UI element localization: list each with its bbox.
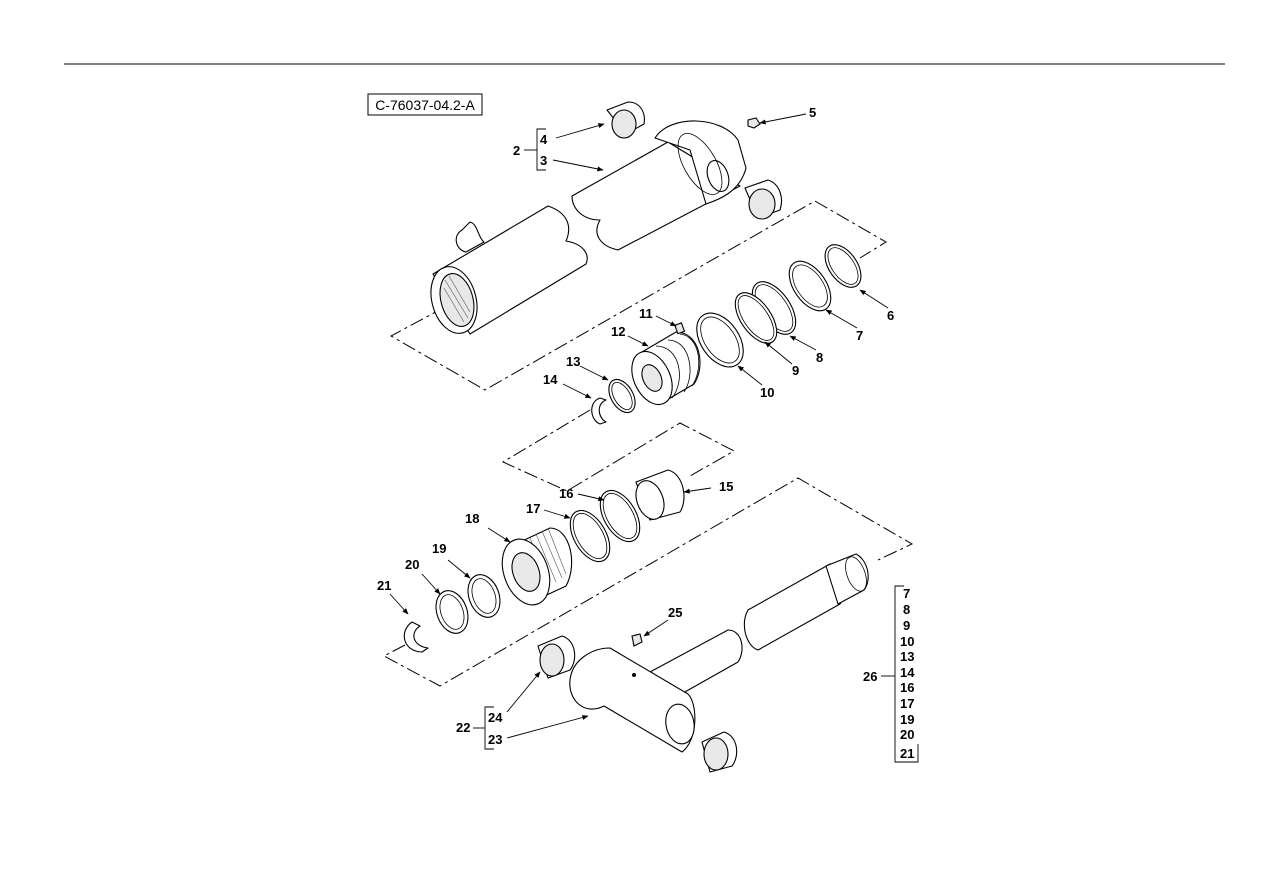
snap-ring-21 [403, 621, 429, 653]
ring-16 [599, 489, 641, 543]
label-4: 4 [540, 132, 548, 147]
label-17: 17 [526, 501, 540, 516]
gland-bushing [635, 469, 685, 521]
label-20: 20 [405, 557, 419, 572]
label-13: 13 [566, 354, 580, 369]
bracket-group-22 [473, 706, 494, 750]
label-2: 2 [513, 143, 520, 158]
piston [631, 331, 701, 406]
assembly-dash-line-2 [501, 409, 736, 492]
label-9: 9 [792, 363, 799, 378]
callout-leaders [389, 113, 889, 739]
label-22: 22 [456, 720, 470, 735]
kit-26-list: 7 8 9 10 13 14 16 17 19 20 21 [900, 586, 915, 761]
ring-17 [569, 509, 611, 563]
label-25: 25 [668, 605, 682, 620]
label-16: 16 [559, 486, 573, 501]
kit-item: 10 [900, 634, 914, 649]
kit-item: 8 [903, 602, 910, 617]
ring-9 [734, 292, 778, 344]
kit-item: 19 [900, 712, 914, 727]
callout-labels: 2 4 3 5 6 7 8 9 10 11 12 13 14 15 16 17 … [377, 105, 894, 747]
label-8: 8 [816, 350, 823, 365]
label-14: 14 [543, 372, 558, 387]
label-10: 10 [760, 385, 774, 400]
ring-7 [788, 260, 832, 312]
grease-fitting-top [747, 117, 761, 129]
bracket-group-2 [524, 128, 546, 171]
kit-item: 13 [900, 649, 914, 664]
label-21: 21 [377, 578, 391, 593]
kit-item: 20 [900, 727, 914, 742]
ring-13 [608, 378, 636, 414]
set-screw [674, 322, 686, 335]
bushing-rod-lower [701, 731, 738, 773]
label-18: 18 [465, 511, 479, 526]
grease-fitting-rod [631, 633, 643, 647]
label-12: 12 [611, 324, 625, 339]
gland [501, 527, 573, 606]
cylinder-barrel [430, 120, 747, 335]
label-23: 23 [488, 732, 502, 747]
ring-6 [824, 244, 862, 288]
bushing-top [606, 101, 645, 139]
kit-item: 9 [903, 618, 910, 633]
label-19: 19 [432, 541, 446, 556]
label-26: 26 [863, 669, 877, 684]
figure-reference: C-76037-04.2-A [375, 97, 475, 113]
label-7: 7 [856, 328, 863, 343]
kit-item: 17 [900, 696, 914, 711]
bracket-kit-26 [881, 585, 919, 763]
kit-item: 21 [900, 746, 914, 761]
label-3: 3 [540, 153, 547, 168]
bushing-rod-upper [537, 635, 576, 679]
figure-reference-box: C-76037-04.2-A [367, 93, 483, 116]
assembly-dash-line-1 [389, 200, 887, 391]
piston-rod [569, 553, 869, 753]
bushing-right [744, 179, 783, 220]
ring-10 [696, 312, 744, 368]
label-6: 6 [887, 308, 894, 323]
kit-item: 7 [903, 586, 910, 601]
kit-item: 14 [900, 665, 915, 680]
ring-20 [435, 590, 469, 634]
snap-ring-14 [591, 397, 607, 425]
kit-item: 16 [900, 680, 914, 695]
label-15: 15 [719, 479, 733, 494]
assembly-dash-line-3 [382, 477, 914, 687]
label-5: 5 [809, 105, 816, 120]
ring-19 [467, 574, 501, 618]
label-11: 11 [639, 306, 653, 321]
label-24: 24 [488, 710, 503, 725]
